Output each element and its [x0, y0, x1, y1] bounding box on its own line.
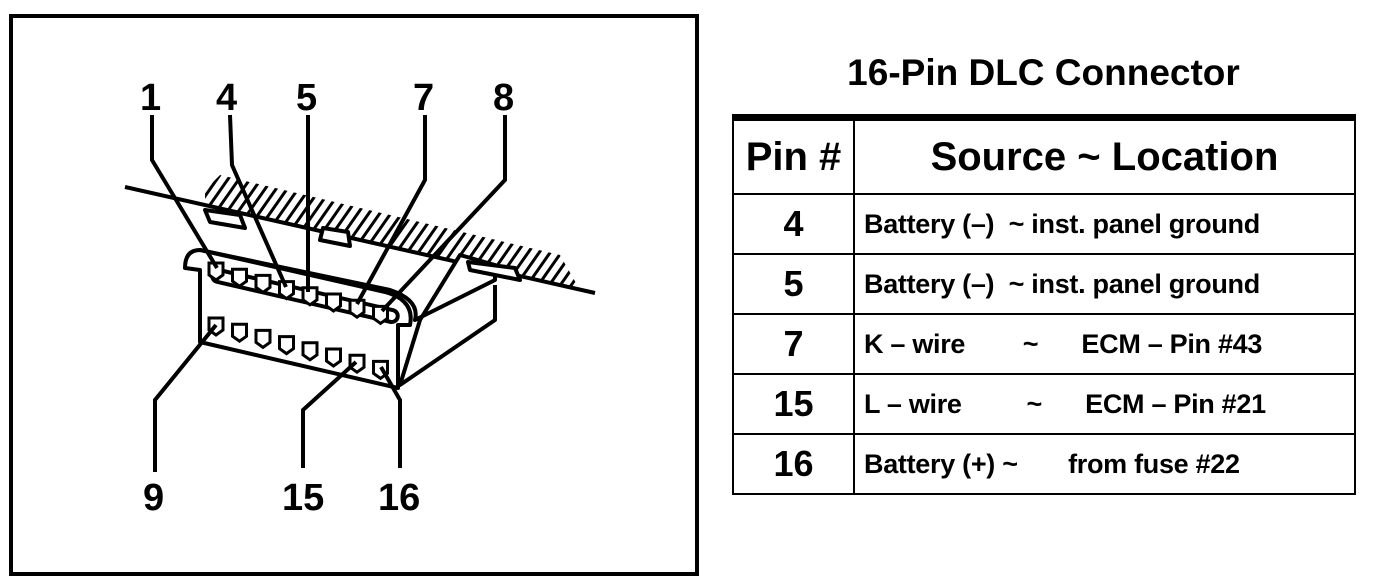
- leader-lines: [150, 114, 507, 472]
- pin-cavity-2: [231, 267, 248, 289]
- pin-cell: 16: [732, 433, 855, 495]
- pin-label-15: 15: [282, 477, 324, 519]
- pin-cavity-13: [301, 341, 319, 362]
- pin-label-5: 5: [296, 77, 317, 119]
- pin-cavity-7: [348, 298, 366, 320]
- pin-cavity-3: [254, 273, 272, 295]
- pin-cell: 5: [732, 253, 855, 315]
- pin-cavity-4: [278, 280, 295, 301]
- pin-cell: 4: [732, 193, 855, 255]
- pin-label-4: 4: [216, 77, 237, 119]
- pin-cell: 7: [732, 313, 855, 375]
- source-cell: K – wire ~ ECM – Pin #43: [853, 313, 1356, 375]
- source-cell: Battery (–) ~ inst. panel ground: [853, 253, 1356, 315]
- pin-cavity-6: [325, 292, 342, 313]
- pin-cavity-14: [325, 347, 342, 368]
- pin-label-1: 1: [140, 77, 161, 119]
- pin-cavity-5: [301, 286, 319, 307]
- connector-diagram: 1 4 5 7 8 9 15 16: [9, 14, 699, 576]
- diagram-frame: [9, 14, 699, 576]
- pin-label-9: 9: [143, 477, 164, 519]
- header-pin: Pin #: [732, 116, 855, 195]
- pin-label-16: 16: [378, 477, 420, 519]
- pin-cavity-11: [254, 328, 272, 350]
- pin-label-8: 8: [493, 77, 514, 119]
- pin-label-7: 7: [413, 77, 434, 119]
- table-title: 16-Pin DLC Connector: [847, 52, 1240, 93]
- pin-cavity-1: [207, 261, 225, 282]
- pin-cavity-10: [231, 322, 248, 344]
- source-cell: L – wire ~ ECM – Pin #21: [853, 373, 1356, 435]
- source-cell: Battery (+) ~ from fuse #22: [853, 433, 1356, 495]
- pin-cell: 15: [732, 373, 855, 435]
- header-source-location: Source ~ Location: [853, 116, 1356, 195]
- table-header-row: Pin # Source ~ Location: [732, 116, 1356, 195]
- source-cell: Battery (–) ~ inst. panel ground: [853, 193, 1356, 255]
- pin-cavity-12: [278, 335, 295, 356]
